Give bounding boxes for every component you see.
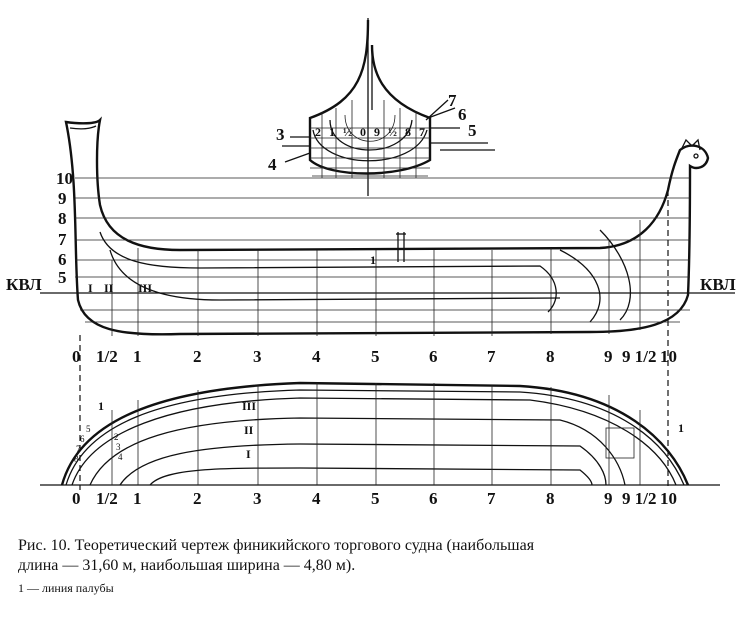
- buttock-label-II: II: [104, 281, 114, 295]
- station-label: 8: [546, 347, 555, 366]
- station-label: 7: [487, 347, 496, 366]
- waterline-label-9: 9: [58, 189, 67, 208]
- station-label: 10: [660, 489, 677, 508]
- caption-line-2: длина — 31,60 м, наибольшая ширина — 4,8…: [18, 557, 356, 574]
- plan-buttock-I: I: [246, 447, 251, 461]
- station-label: 5: [371, 347, 380, 366]
- kvl-label-right: КВЛ: [700, 275, 736, 294]
- body-plan-label-7: 7: [448, 91, 457, 110]
- figure-caption: Рис. 10. Теоретический чертеж финикийско…: [18, 536, 738, 576]
- plan-deck-label-left: 1: [98, 399, 104, 413]
- waterline-label-8: 8: [58, 209, 67, 228]
- side-station-labels: 0 1/2 1 2 3 4 5 6 7 8 9 9 1/2 10: [72, 347, 677, 366]
- plan-deck-label-right: 1: [678, 421, 684, 435]
- station-label: 6: [429, 347, 438, 366]
- station-label: 0: [72, 347, 81, 366]
- station-label: 7: [487, 489, 496, 508]
- wl-number: 8: [74, 454, 79, 464]
- station-label: 2: [193, 489, 202, 508]
- body-plan-section-labels: 2 1 ½ 0 9 ½ 8 7: [315, 125, 425, 139]
- station-label: 1/2: [96, 489, 118, 508]
- station-label: 8: [546, 489, 555, 508]
- side-view: 1 КВЛ КВЛ 10 9 8 7 6 5 I II III 0 1/2 1 …: [6, 116, 736, 490]
- station-label: 9: [604, 347, 613, 366]
- body-plan: 3 4 5 6 7 2 1 ½ 0 9 ½ 8 7: [268, 18, 495, 196]
- station-label: 9: [604, 489, 613, 508]
- station-label: 4: [312, 489, 321, 508]
- station-label: 1: [133, 347, 142, 366]
- station-label: 1/2: [96, 347, 118, 366]
- station-label: 4: [312, 347, 321, 366]
- wl-number: 5: [86, 424, 91, 434]
- plan-buttock-II: II: [244, 423, 254, 437]
- plan-station-labels: 0 1/2 1 2 3 4 5 6 7 8 9 9 1/2 10: [72, 489, 677, 508]
- waterline-label-5: 5: [58, 268, 67, 287]
- figure-legend: 1 — линия палубы: [18, 581, 114, 595]
- deck-line-label: 1: [370, 253, 376, 267]
- kvl-label-left: КВЛ: [6, 275, 42, 294]
- station-label: 5: [371, 489, 380, 508]
- body-plan-label-3: 3: [276, 125, 285, 144]
- station-label: 10: [660, 347, 677, 366]
- station-label: 0: [72, 489, 81, 508]
- buttock-label-I: I: [88, 281, 93, 295]
- wl-number: 3: [116, 442, 121, 452]
- station-label: 3: [253, 347, 262, 366]
- wl-number: 7: [76, 444, 81, 454]
- buttock-label-III: III: [138, 281, 152, 295]
- station-label: 9 1/2: [622, 489, 656, 508]
- caption-line-1: Рис. 10. Теоретический чертеж финикийско…: [18, 537, 535, 554]
- waterline-label-10: 10: [56, 169, 73, 188]
- wl-number: 4: [118, 452, 123, 462]
- plan-waterline-numbers: 5 6 7 8 2 3 4: [74, 424, 123, 464]
- station-label: 2: [193, 347, 202, 366]
- station-label: 1: [133, 489, 142, 508]
- station-label: 3: [253, 489, 262, 508]
- wl-number: 6: [80, 434, 85, 444]
- body-plan-label-4: 4: [268, 155, 277, 174]
- waterline-label-6: 6: [58, 250, 67, 269]
- station-label: 9 1/2: [622, 347, 656, 366]
- waterline-label-7: 7: [58, 230, 67, 249]
- body-plan-label-6: 6: [458, 105, 467, 124]
- plan-view: III II I 1 1 5 6 7 8 2 3 4 0 1/2 1 2 3 4…: [40, 381, 720, 508]
- body-plan-label-5: 5: [468, 121, 477, 140]
- station-label: 6: [429, 489, 438, 508]
- plan-buttock-III: III: [242, 399, 256, 413]
- wl-number: 2: [114, 432, 119, 442]
